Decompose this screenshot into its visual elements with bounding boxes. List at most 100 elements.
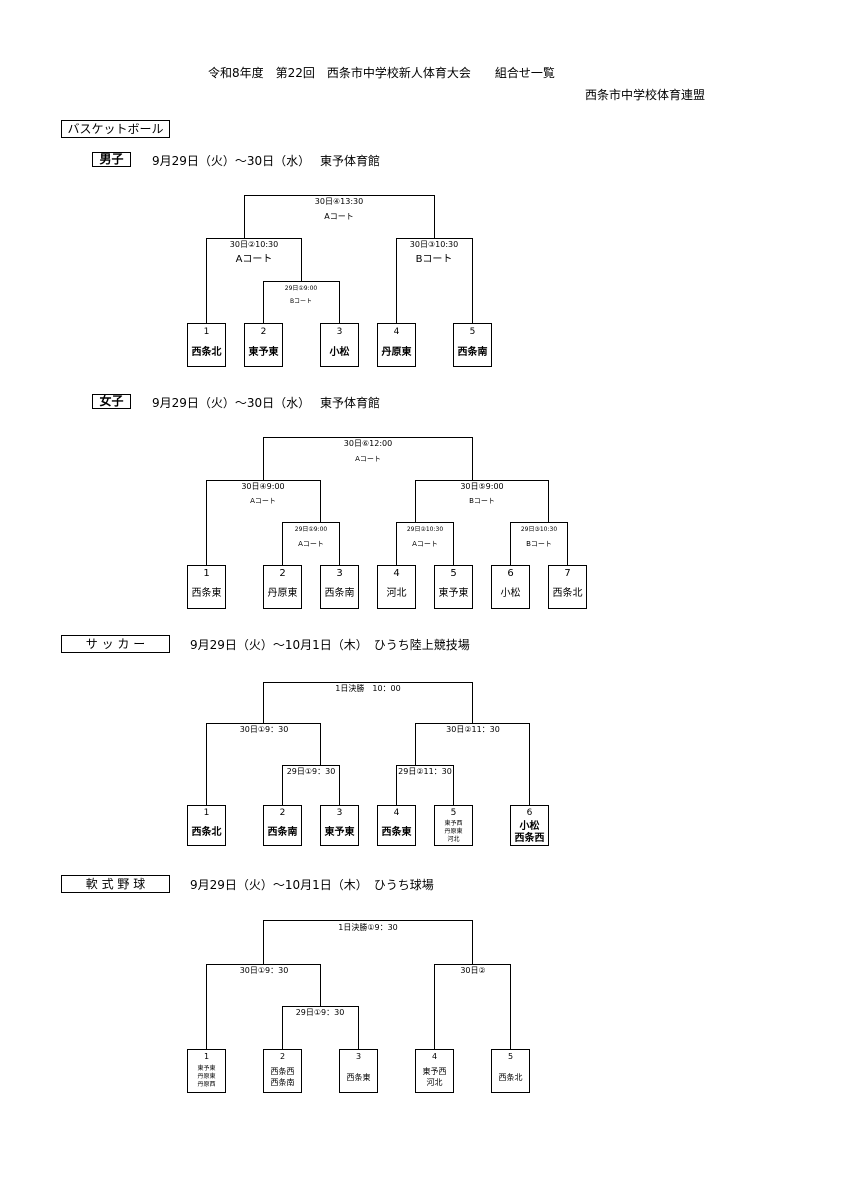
team-box bbox=[320, 565, 359, 609]
bracket-line bbox=[244, 195, 435, 238]
bracket-line bbox=[206, 238, 302, 323]
team-number: 7 bbox=[564, 568, 570, 579]
bracket-line bbox=[206, 723, 321, 805]
team-slot-6: 6 小松 西条西 bbox=[510, 805, 549, 846]
team-number: 1 bbox=[203, 568, 209, 579]
match-court: Bコート bbox=[416, 254, 453, 265]
match-court: Aコート bbox=[355, 455, 381, 463]
team-box bbox=[510, 805, 549, 846]
match-label: 29日①9：30 bbox=[296, 1008, 345, 1017]
team-slot-4: 4 丹原東 bbox=[377, 323, 416, 367]
team-name: 西条西 bbox=[271, 1066, 295, 1076]
team-name: 丹原東 bbox=[268, 586, 298, 599]
team-name: 丹原東 bbox=[197, 1072, 215, 1080]
team-name: 東予西 bbox=[423, 1066, 447, 1076]
page-title: 令和8年度 第22回 西条市中学校新人体育大会 組合せ一覧 bbox=[208, 66, 555, 80]
bracket-line bbox=[263, 682, 473, 723]
team-slot-3: 3 西条東 bbox=[339, 1049, 378, 1093]
team-slot-6: 6 小松 bbox=[491, 565, 530, 609]
team-number: 5 bbox=[470, 327, 476, 337]
match-label: 30日④9:00 bbox=[241, 482, 284, 491]
match-label: 30日④13:30 bbox=[315, 197, 363, 206]
team-box bbox=[263, 565, 302, 609]
bracket-line bbox=[263, 437, 473, 480]
team-number: 5 bbox=[450, 568, 456, 579]
team-name: 西条東 bbox=[192, 586, 222, 599]
match-court: Bコート bbox=[469, 497, 495, 505]
team-number: 1 bbox=[204, 1052, 209, 1061]
bracket-line bbox=[263, 920, 473, 964]
team-name: 丹原西 bbox=[197, 1081, 215, 1088]
match-label: 29日②10:30 bbox=[407, 526, 443, 533]
team-slot-1: 1 東予東 丹原東 丹原西 bbox=[187, 1049, 226, 1093]
team-box bbox=[415, 1049, 454, 1093]
team-number: 3 bbox=[337, 327, 343, 337]
match-label: 30日⑤9:00 bbox=[460, 482, 503, 491]
team-name: 東予東 bbox=[439, 586, 469, 599]
team-box bbox=[548, 565, 587, 609]
bracket-line bbox=[282, 765, 340, 805]
team-slot-3: 3 東予東 bbox=[320, 805, 359, 846]
team-box bbox=[244, 323, 283, 367]
girls-info: 9月29日（火）～30日（水） 東予体育館 bbox=[152, 396, 380, 410]
team-number: 3 bbox=[337, 808, 343, 818]
team-name: 東予西 bbox=[444, 819, 462, 827]
team-box bbox=[377, 805, 416, 846]
match-court: Bコート bbox=[290, 298, 312, 305]
match-label: 29日②11：30 bbox=[398, 767, 452, 776]
match-court: Aコート bbox=[250, 497, 276, 505]
bracket-baseball: 1日決勝①9：30 30日①9：30 30日② 29日①9：30 1 東予東 丹… bbox=[187, 920, 530, 1093]
team-number: 2 bbox=[261, 327, 267, 337]
team-box bbox=[263, 805, 302, 846]
match-label: 30日②10:30 bbox=[230, 240, 278, 249]
match-label: 1日決勝 10：00 bbox=[335, 683, 400, 693]
bracket-line bbox=[434, 964, 511, 1049]
match-label: 1日決勝①9：30 bbox=[338, 922, 398, 932]
team-box bbox=[491, 565, 530, 609]
match-label: 30日⑥12:00 bbox=[344, 439, 392, 448]
team-name: 西条東 bbox=[347, 1072, 371, 1082]
team-number: 4 bbox=[394, 808, 400, 818]
team-box bbox=[187, 323, 226, 367]
team-slot-1: 1 西条北 bbox=[187, 805, 226, 846]
team-name: 西条南 bbox=[268, 825, 298, 838]
team-name: 西条北 bbox=[192, 825, 222, 838]
baseball-info: 9月29日（火）～10月1日（木） ひうち球場 bbox=[190, 878, 434, 892]
bracket-line bbox=[415, 480, 549, 522]
team-slot-4: 4 東予西 河北 bbox=[415, 1049, 454, 1093]
team-box bbox=[263, 1049, 302, 1093]
team-name: 西条南 bbox=[325, 586, 355, 599]
team-name: 東予東 bbox=[325, 825, 355, 838]
section-label-basketball: バスケットボール bbox=[61, 120, 170, 138]
team-slot-4: 4 河北 bbox=[377, 565, 416, 609]
bracket-line bbox=[396, 522, 454, 565]
team-name: 東予東 bbox=[197, 1064, 215, 1072]
team-name: 小松 bbox=[519, 819, 540, 832]
team-number: 4 bbox=[394, 327, 400, 337]
team-box bbox=[434, 565, 473, 609]
team-slot-2: 2 西条南 bbox=[263, 805, 302, 846]
team-box bbox=[377, 565, 416, 609]
match-court: Aコート bbox=[298, 540, 324, 548]
team-number: 4 bbox=[393, 568, 399, 579]
team-name: 西条北 bbox=[192, 345, 222, 358]
team-number: 5 bbox=[451, 808, 457, 818]
team-slot-1: 1 西条北 bbox=[187, 323, 226, 367]
team-box bbox=[187, 1049, 226, 1093]
section-label-soccer: サ ッ カ ー bbox=[61, 635, 170, 653]
team-name: 河北 bbox=[447, 835, 459, 843]
team-name: 西条北 bbox=[553, 586, 583, 599]
bracket-line bbox=[263, 281, 340, 323]
team-name: 小松 bbox=[501, 586, 521, 599]
team-box bbox=[320, 323, 359, 367]
team-box bbox=[187, 805, 226, 846]
team-name: 丹原東 bbox=[444, 827, 462, 835]
team-name: 西条東 bbox=[382, 825, 412, 838]
team-number: 1 bbox=[204, 808, 210, 818]
team-number: 3 bbox=[336, 568, 342, 579]
team-number: 5 bbox=[508, 1052, 513, 1061]
boys-info: 9月29日（火）～30日（水） 東予体育館 bbox=[152, 154, 380, 168]
team-number: 6 bbox=[507, 568, 513, 579]
match-label: 30日②11：30 bbox=[446, 725, 500, 734]
